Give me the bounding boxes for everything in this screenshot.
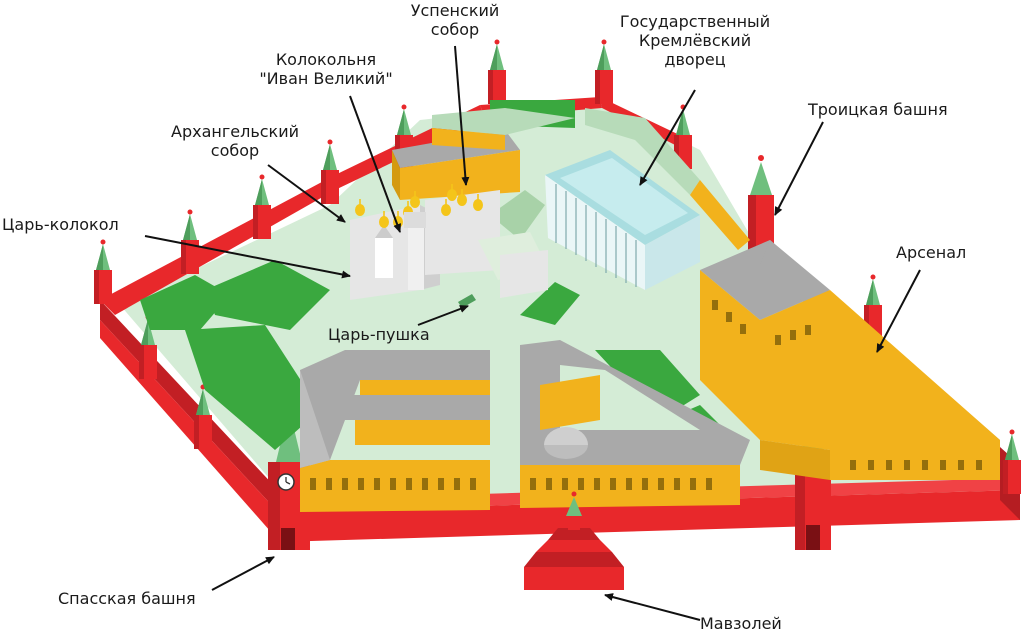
ivan-the-great-bell-tower <box>404 191 426 290</box>
label-mausoleum: Мавзолей <box>700 614 782 633</box>
palace-walkway <box>490 190 545 240</box>
label-uspensky-cathedral: Успенский собор <box>410 1 500 39</box>
label-tsar-cannon: Царь-пушка <box>328 325 430 344</box>
kremlin-trees <box>140 100 725 450</box>
label-spasskaya-tower: Спасская башня <box>58 589 196 608</box>
label-pointers <box>144 45 921 621</box>
troitskaya-tower <box>748 155 774 250</box>
label-tsar-bell: Царь-колокол <box>2 215 119 234</box>
tsar-cannon <box>458 294 476 308</box>
label-archangel-cathedral: Архангельский собор <box>171 122 299 160</box>
label-state-kremlin-palace: Государственный Кремлёвский дворец <box>619 12 771 69</box>
south-west-building <box>300 350 490 512</box>
mausoleum <box>524 491 624 590</box>
label-ivan-great-bell-tower: Колокольня "Иван Великий" <box>259 50 393 88</box>
state-kremlin-palace <box>545 150 700 290</box>
cathedral-square <box>350 184 548 300</box>
senate-building <box>520 340 750 508</box>
label-troitskaya-tower: Троицкая башня <box>808 100 948 119</box>
north-buildings <box>392 108 750 250</box>
label-arsenal: Арсенал <box>896 243 967 262</box>
